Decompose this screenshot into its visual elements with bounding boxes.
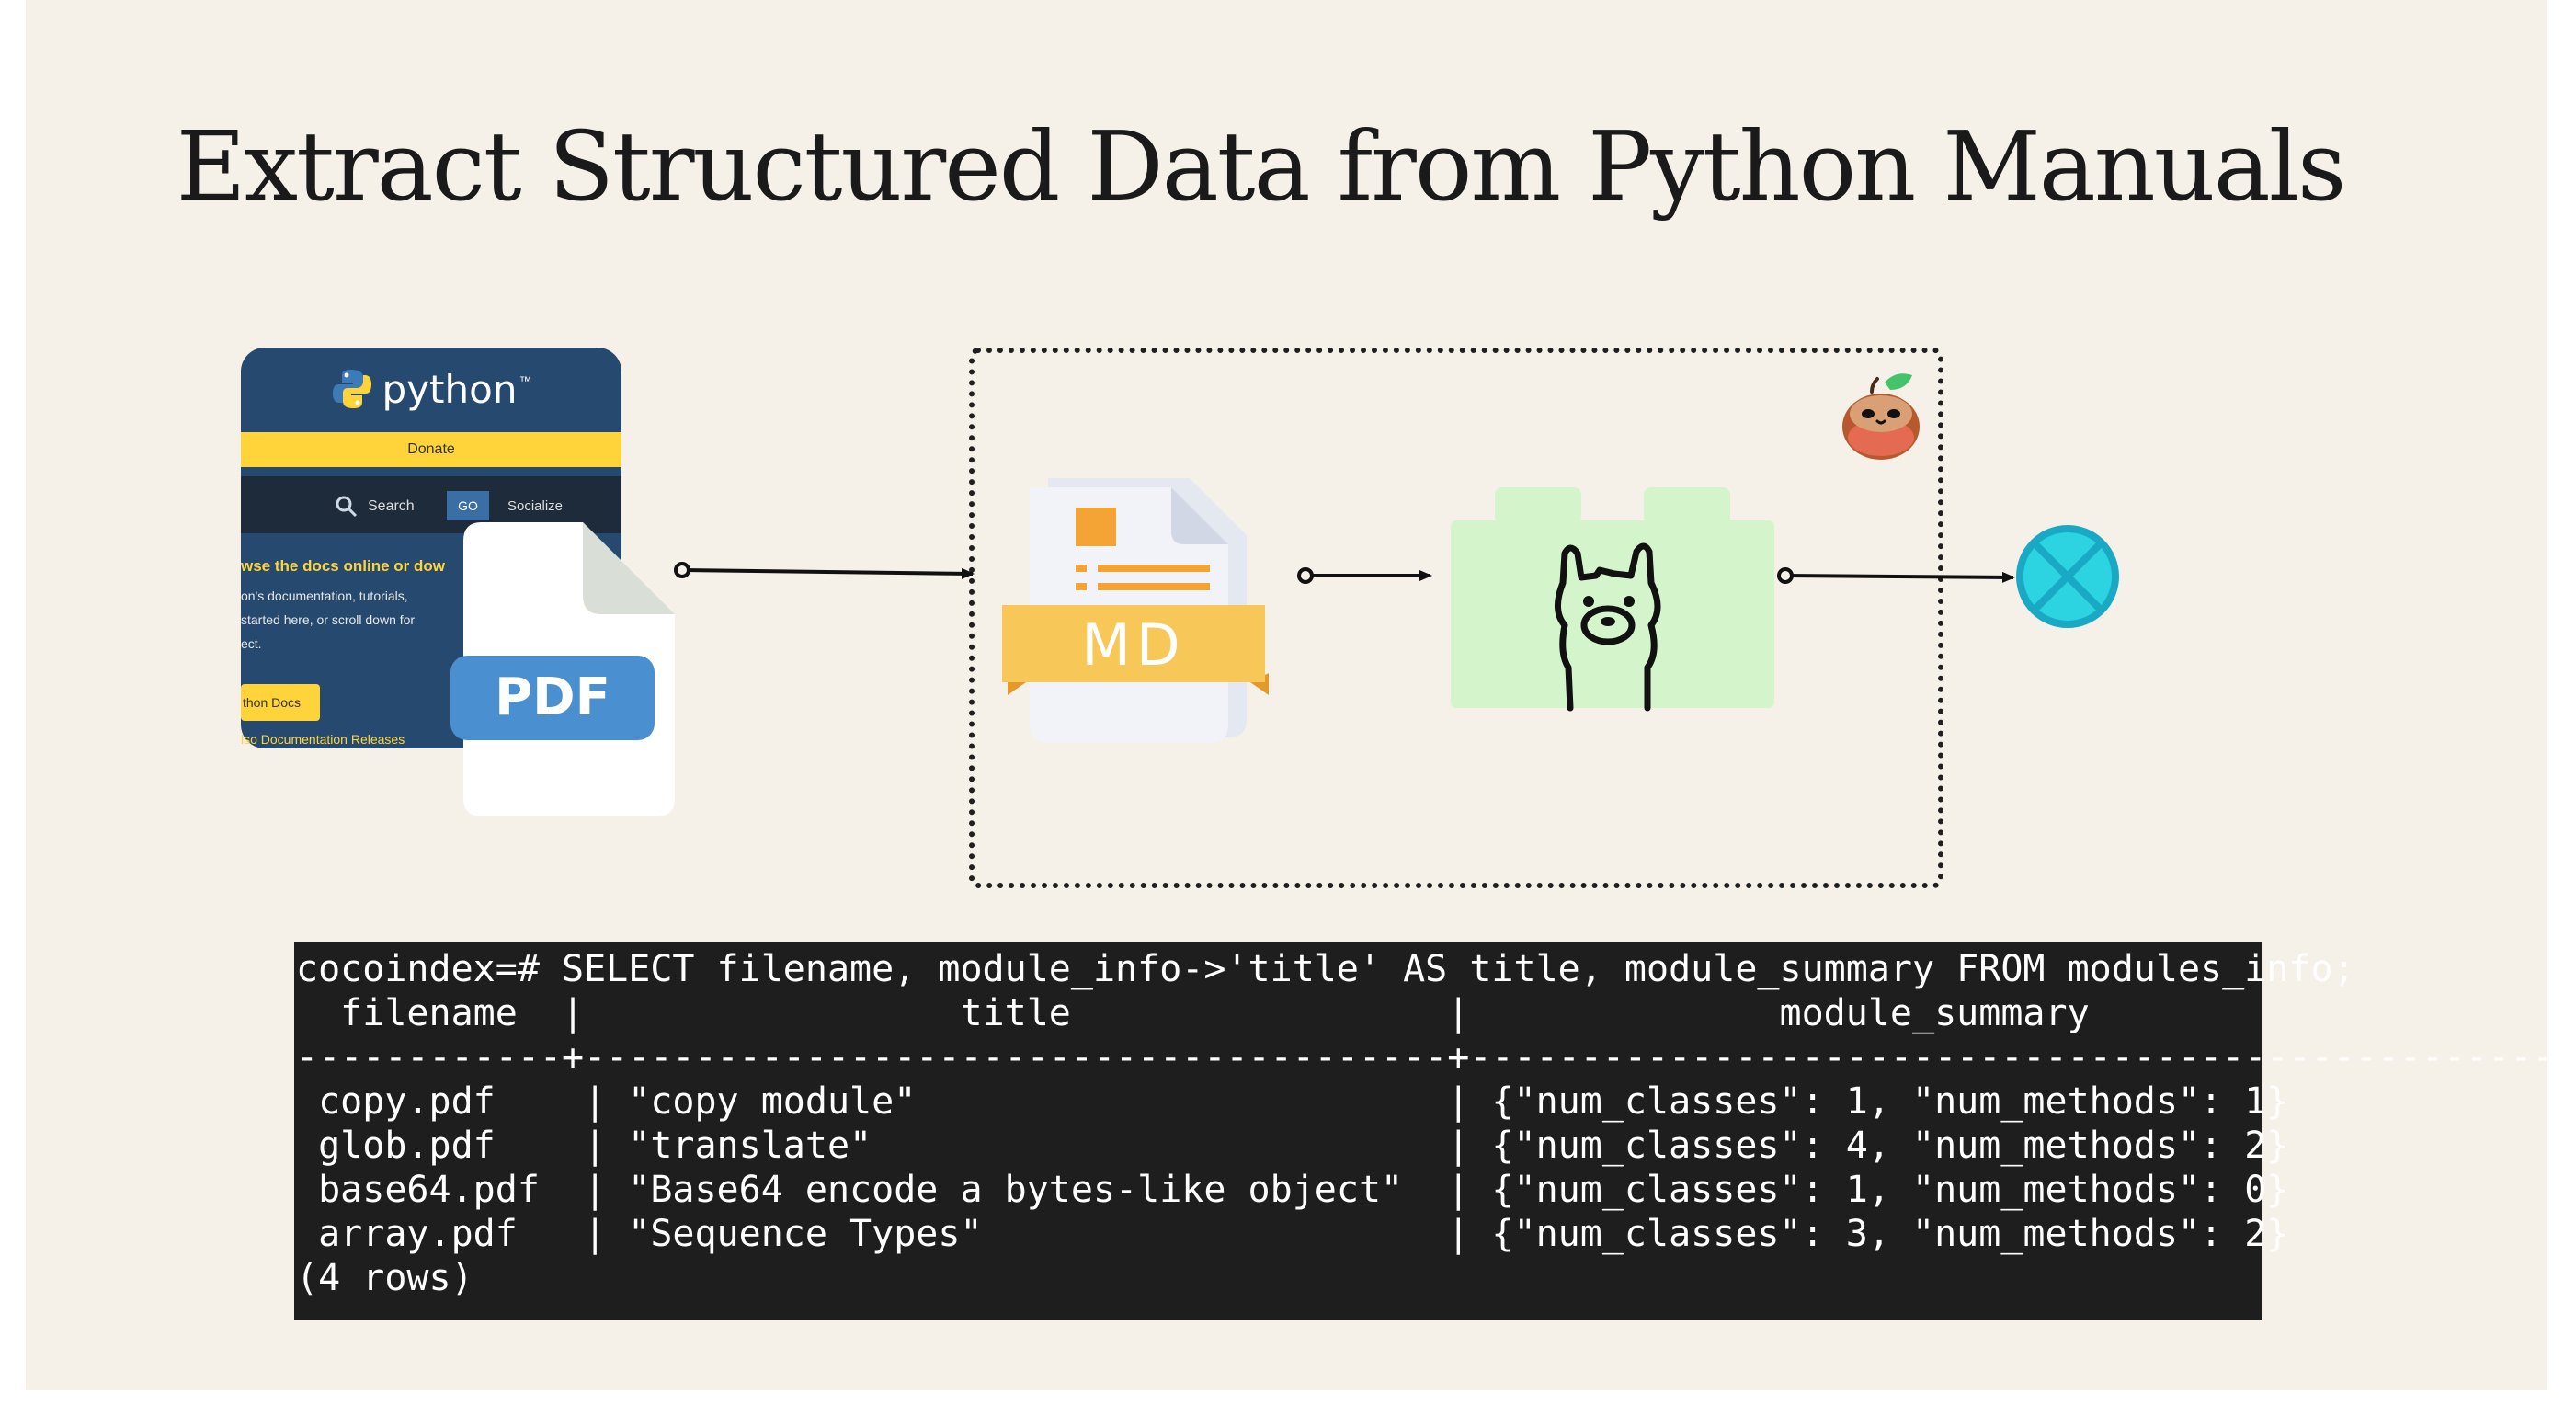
donate-banner: Donate <box>241 432 621 467</box>
search-label: Search <box>368 498 415 514</box>
sql-query: cocoindex=# SELECT filename, module_info… <box>296 948 2355 990</box>
postgres-target-icon <box>2016 525 2119 628</box>
table-separator: ------------+---------------------------… <box>296 1036 2576 1079</box>
page-title: Extract Structured Data from Python Manu… <box>176 110 2347 223</box>
md-label: MD <box>1002 605 1265 682</box>
docs-heading: wse the docs online or dow <box>241 557 445 575</box>
python-logo-icon <box>332 370 371 408</box>
python-logo-text: python <box>382 366 518 412</box>
trademark-mark: ™ <box>519 373 532 388</box>
row-count: (4 rows) <box>296 1257 473 1299</box>
docs-line-3: ect. <box>241 636 262 651</box>
python-docs-button: thon Docs <box>241 684 320 721</box>
table-row: base64.pdf | "Base64 encode a bytes-like… <box>296 1169 2289 1211</box>
docs-line-2: started here, or scroll down for <box>241 612 416 627</box>
doc-releases-link: lso Documentation Releases <box>241 732 405 747</box>
table-row: copy.pdf | "copy module" | {"num_classes… <box>296 1080 2289 1123</box>
socialize-label: Socialize <box>507 498 564 514</box>
docs-line-1: on's documentation, tutorials, <box>241 588 408 603</box>
processing-boundary <box>969 348 1943 888</box>
search-icon <box>336 496 358 518</box>
table-header: filename | title | module_summary <box>296 992 2090 1034</box>
cocoindex-mascot-icon <box>1842 373 1920 460</box>
python-logo: python ™ <box>241 348 621 430</box>
go-button: GO <box>447 491 489 520</box>
search-area: Search <box>335 495 415 519</box>
ollama-llama-icon <box>1451 487 1774 712</box>
terminal-output: cocoindex=# SELECT filename, module_info… <box>294 942 2576 1320</box>
table-row: array.pdf | "Sequence Types" | {"num_cla… <box>296 1213 2289 1255</box>
pdf-label: PDF <box>450 656 655 740</box>
table-row: glob.pdf | "translate" | {"num_classes":… <box>296 1125 2289 1167</box>
